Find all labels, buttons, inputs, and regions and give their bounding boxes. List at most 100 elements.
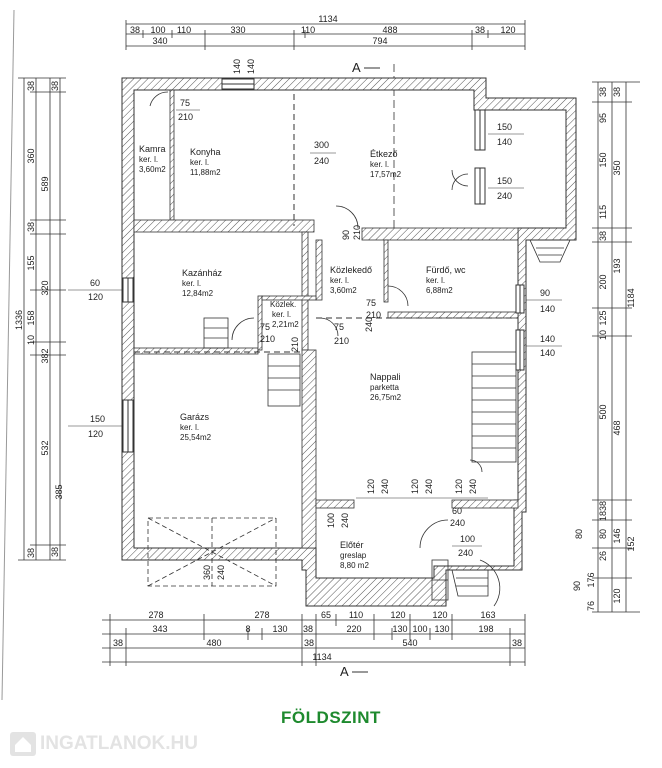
opening-label: 75	[180, 98, 190, 108]
entrance-steps	[431, 559, 449, 601]
room-kozlek: Közlek. ker. l. 2,21m2	[270, 300, 299, 329]
dim-label: 38	[113, 638, 123, 648]
opening-dimensions: 140 140 75 210 300 240 150 140 150 240 6…	[68, 59, 562, 580]
opening-label: 100	[326, 513, 336, 528]
garage-door-outline	[147, 517, 277, 587]
left-dim-labels: 1336 38 360 38 155 158 10 38 589 320 382…	[14, 81, 64, 558]
opening-label: 240	[458, 548, 473, 558]
dim-label: 589	[40, 176, 50, 191]
dim-label: 193	[612, 258, 622, 273]
room-floor: ker. l.	[426, 276, 445, 285]
dim-label: 120	[500, 25, 515, 35]
opening-label: 360	[202, 565, 212, 580]
house-logo-icon	[10, 732, 36, 756]
dim-label: 38	[26, 548, 36, 558]
opening-label: 120	[366, 479, 376, 494]
opening-label: 75	[366, 298, 376, 308]
opening-label: 120	[88, 292, 103, 302]
door-swings	[149, 91, 501, 607]
dim-label: 38	[303, 624, 313, 634]
dim-label: 130	[392, 624, 407, 634]
opening-label: 90	[341, 230, 351, 240]
room-garazs: Garázs ker. l. 25,54m2	[180, 412, 212, 442]
dim-label: 330	[230, 25, 245, 35]
room-area: 2,21m2	[272, 320, 299, 329]
opening-label: 120	[454, 479, 464, 494]
dim-label: 382	[40, 348, 50, 363]
opening-label: 240	[380, 479, 390, 494]
dim-label: 146	[612, 528, 622, 543]
opening-label: 240	[497, 191, 512, 201]
dim-label: 152	[626, 536, 636, 551]
room-floor: parketta	[370, 383, 399, 392]
dim-label: 120	[432, 610, 447, 620]
dim-label: 38	[598, 231, 608, 241]
opening-label: 240	[314, 156, 329, 166]
room-area: 11,88m2	[190, 168, 221, 177]
dim-label: 794	[372, 36, 387, 46]
dim-label: 90	[572, 581, 582, 591]
opening-label: 210	[352, 225, 362, 240]
opening-label: 210	[334, 336, 349, 346]
dim-label: 65	[321, 610, 331, 620]
opening-label: 140	[540, 304, 555, 314]
bottom-dim-labels: 278 278 65 110 120 120 163 343 8 130 38 …	[113, 610, 522, 662]
bottom-dimensions	[102, 614, 526, 666]
opening-label: 240	[340, 513, 350, 528]
room-floor: ker. l.	[139, 155, 158, 164]
dim-label: 26	[598, 551, 608, 561]
top-dim-labels: 1134 38 100 110 330 110 488 38 120 340 7…	[130, 14, 516, 46]
floor-title: FÖLDSZINT	[281, 708, 381, 727]
opening-label: 240	[424, 479, 434, 494]
dim-label: 38	[26, 222, 36, 232]
watermark-text: INGATLANOK.HU	[40, 733, 198, 754]
opening-label: 90	[540, 288, 550, 298]
right-dimensions	[592, 81, 640, 613]
room-name: Konyha	[190, 147, 221, 157]
dim-label: 80	[574, 529, 584, 539]
opening-label: 140	[497, 137, 512, 147]
opening-label: 210	[366, 310, 381, 320]
room-floor: greslap	[340, 551, 367, 560]
dim-label: 150	[598, 152, 608, 167]
room-nappali: Nappali parketta 26,75m2	[370, 372, 402, 402]
dim-label: 76	[586, 601, 596, 611]
room-area: 6,88m2	[426, 286, 453, 295]
dim-left-overall: 1336	[14, 310, 24, 330]
dim-label: 468	[612, 420, 622, 435]
room-name: Garázs	[180, 412, 210, 422]
opening-label: 120	[88, 429, 103, 439]
dim-label: 38	[598, 87, 608, 97]
dim-label: 130	[434, 624, 449, 634]
opening-label: 240	[450, 518, 465, 528]
dim-label: 540	[402, 638, 417, 648]
room-eloter: Előtér greslap 8,80 m2	[340, 540, 369, 570]
dim-label: 532	[40, 440, 50, 455]
dim-label: 38	[50, 81, 60, 91]
dim-right-overall: 1184	[626, 288, 636, 307]
section-label: A	[340, 664, 349, 679]
opening-label: 210	[178, 112, 193, 122]
dim-bottom-overall: 1134	[312, 652, 331, 662]
room-name: Kamra	[139, 144, 166, 154]
room-floor: ker. l.	[330, 276, 349, 285]
opening-label: 75	[334, 322, 344, 332]
dim-label: 120	[612, 588, 622, 603]
room-area: 3,60m2	[139, 165, 166, 174]
dim-label: 38	[598, 501, 608, 511]
dim-label: 360	[26, 148, 36, 163]
dim-label: 95	[598, 113, 608, 123]
opening-label: 240	[468, 479, 478, 494]
dim-label: 158	[26, 310, 36, 325]
dim-top-overall: 1134	[318, 14, 337, 24]
windows	[122, 78, 525, 453]
opening-label: 150	[90, 414, 105, 424]
opening-label: 210	[290, 337, 300, 352]
opening-label: 60	[90, 278, 100, 288]
room-floor: ker. l.	[182, 279, 201, 288]
room-floor: ker. l.	[370, 160, 389, 169]
dim-label: 115	[598, 205, 608, 219]
dim-label: 38	[26, 81, 36, 91]
opening-label: 140	[540, 348, 555, 358]
room-name: Nappali	[370, 372, 401, 382]
